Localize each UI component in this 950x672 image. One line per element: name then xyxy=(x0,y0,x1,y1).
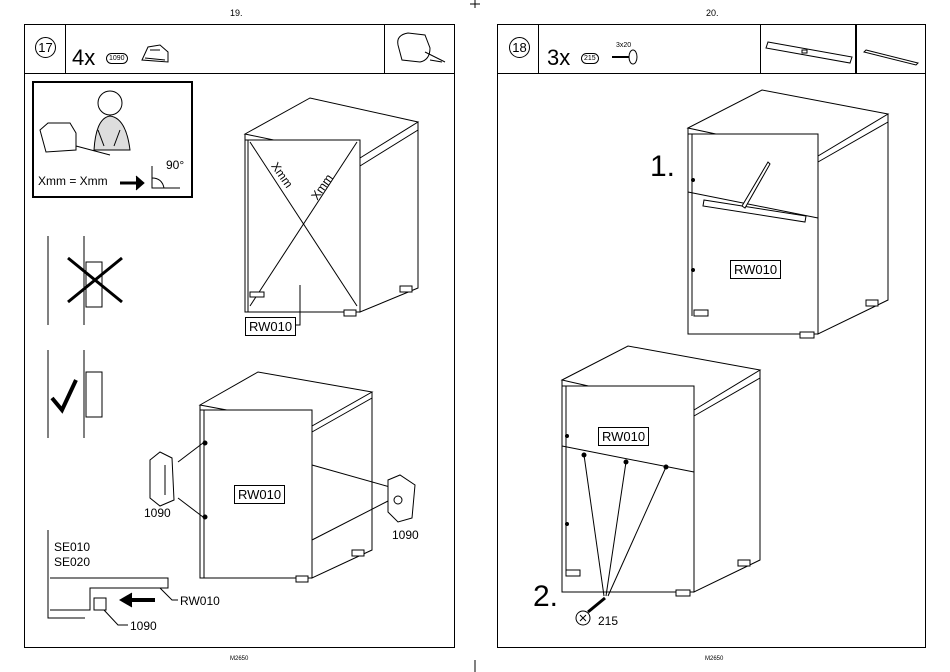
panel-label-rw010-inset: RW010 xyxy=(180,594,220,608)
angle-icon xyxy=(152,166,180,188)
check-icon xyxy=(52,380,76,410)
substep-2: 2. xyxy=(533,580,558,614)
cam-lock-icon xyxy=(388,475,415,522)
arrow-icon xyxy=(120,593,155,607)
cam-lock-icon xyxy=(142,45,168,62)
part-label-1090-left: 1090 xyxy=(144,506,171,520)
panel-label-rw010-mid: RW010 xyxy=(234,485,285,504)
side-label-se010: SE010 xyxy=(54,540,90,554)
tape-measure-icon xyxy=(398,33,445,62)
substep-1: 1. xyxy=(650,150,675,184)
worker-icon xyxy=(94,91,130,150)
panel-label-rw010-top: RW010 xyxy=(245,317,296,336)
pencil-icon xyxy=(864,50,918,65)
screw-label-215: 215 xyxy=(598,614,618,628)
spirit-level-icon xyxy=(766,42,852,63)
screw-icon xyxy=(612,50,637,64)
part-label-1090-right: 1090 xyxy=(392,528,419,542)
cam-lock-icon xyxy=(150,452,174,506)
panel-label-rw010-right-bottom: RW010 xyxy=(598,427,649,446)
side-label-se020: SE020 xyxy=(54,555,90,569)
panel-label-rw010-right-top: RW010 xyxy=(730,260,781,279)
part-label-1090-inset: 1090 xyxy=(130,619,157,633)
